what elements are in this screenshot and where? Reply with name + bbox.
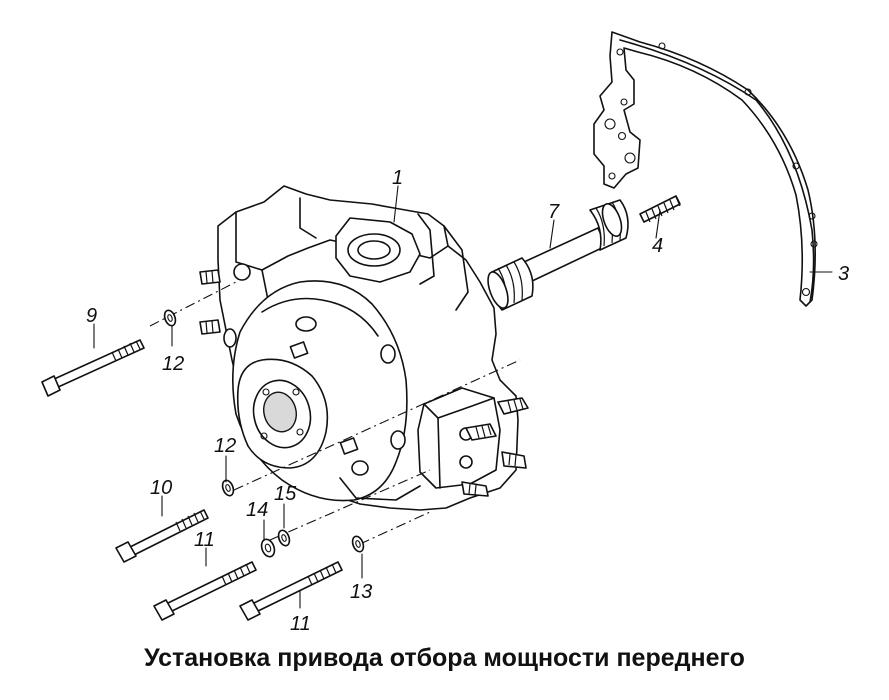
washer-part-15 <box>277 529 291 547</box>
gasket-part-3 <box>593 31 833 307</box>
bolt-part-10 <box>115 509 209 563</box>
bolt-part-9 <box>41 339 145 397</box>
callout-10: 10 <box>150 477 172 499</box>
callout-14: 14 <box>246 499 268 521</box>
callout-13: 13 <box>350 581 372 603</box>
callout-1: 1 <box>392 167 403 189</box>
diagram-caption: Установка привода отбора мощности передн… <box>144 644 745 672</box>
callout-11-right: 11 <box>290 613 311 635</box>
callout-7: 7 <box>548 201 560 223</box>
washer-part-12-upper <box>163 309 177 327</box>
bolt-part-11-left <box>153 561 257 621</box>
callouts: 1 3 4 7 9 10 11 11 12 12 13 14 15 <box>86 167 849 635</box>
callout-3: 3 <box>838 263 849 285</box>
leader-lines <box>93 185 661 609</box>
washer-part-12-lower <box>221 479 235 497</box>
bolt-part-11-right <box>239 561 343 621</box>
splined-shaft-part-7 <box>487 199 629 311</box>
callout-12-lower: 12 <box>214 435 236 457</box>
exploded-assembly-diagram: 1 3 4 7 9 10 11 11 12 12 13 14 15 <box>41 31 849 635</box>
pto-housing-part-1 <box>199 185 529 511</box>
center-lines <box>149 281 521 545</box>
callout-12-upper: 12 <box>162 353 184 375</box>
callout-4: 4 <box>652 235 663 257</box>
spring-part-4 <box>639 195 681 223</box>
washer-part-13 <box>351 535 365 553</box>
washer-part-14 <box>260 538 276 558</box>
callout-9: 9 <box>86 305 97 327</box>
callout-15: 15 <box>274 483 297 505</box>
callout-11-left: 11 <box>194 529 215 551</box>
